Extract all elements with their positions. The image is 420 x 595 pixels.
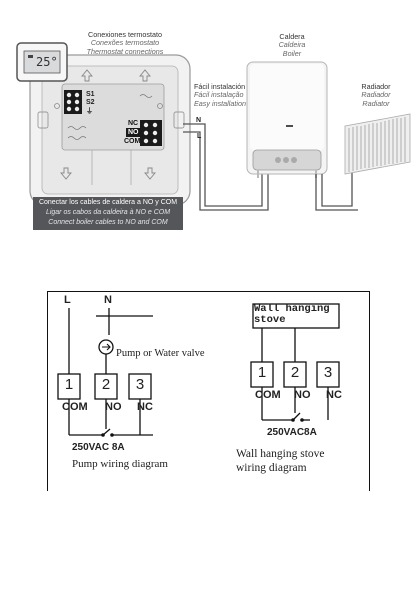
terminal-label-com: COM <box>124 138 141 145</box>
boiler-caption-pt: Caldeira <box>278 40 306 50</box>
pump-label-nc: NC <box>137 401 153 413</box>
radiator-caption-es: Radiador <box>361 82 391 91</box>
caption-pt: Conexões termostato <box>90 38 160 48</box>
stove-switch-contacts <box>291 418 304 422</box>
pump-wire-label-n: N <box>104 294 112 306</box>
stove-label-nc: NC <box>326 389 342 401</box>
pump-label-no: NO <box>105 401 122 413</box>
radiator-caption: Radiador Radiador Radiator <box>346 82 406 108</box>
radiator-caption-pt: Radiador <box>361 90 391 100</box>
instruction-en: Connect boiler cables to NO and COM <box>48 219 168 226</box>
thermostat-connections-caption: Conexiones termostato Conexões termostat… <box>70 30 180 56</box>
pump-wiring-lines <box>68 308 153 436</box>
heating-pipe <box>315 170 358 211</box>
wiring-diagram-graphic <box>57 303 340 437</box>
pump-label-com: COM <box>62 401 88 413</box>
radiator-graphic <box>344 113 411 175</box>
stove-label-no: NO <box>294 389 311 401</box>
instruction-es: Conectar los cables de caldera a NO y CO… <box>38 199 178 206</box>
installation-graphic <box>0 0 420 260</box>
stove-terminal-2: 2 <box>290 364 300 381</box>
easy-install-caption: Fácil instalación Fácil instalação Easy … <box>194 82 256 108</box>
installation-illustration <box>0 0 420 260</box>
stove-wiring-lines <box>252 303 340 421</box>
pump-diagram-title: Pump wiring diagram <box>72 458 168 470</box>
stove-diagram-title: Wall hanging stove wiring diagram <box>236 447 366 475</box>
instruction-pt: Ligar os cabos da caldeira à NO e COM <box>45 209 171 216</box>
radiator-caption-en: Radiator <box>362 98 390 108</box>
boiler-caption-en: Boiler <box>282 48 302 58</box>
terminal-label-no: NO <box>128 129 139 136</box>
terminal-label-s2: S2 <box>86 99 95 106</box>
stove-title-line-1: Wall hanging stove <box>236 448 325 460</box>
instruction-banner-bg <box>33 197 183 230</box>
stove-label-line-1: Wall hanging <box>254 303 330 315</box>
pump-icon <box>102 343 111 351</box>
wire-label-n: N <box>196 117 202 124</box>
stove-title-line-2: wiring diagram <box>236 462 307 474</box>
pump-terminal-boxes <box>57 373 152 400</box>
terminal-block-relay <box>126 120 162 146</box>
stove-label-line-2: stove <box>254 314 286 326</box>
pump-wire-label-l: L <box>64 294 71 306</box>
terminal-label-nc: NC <box>128 120 139 127</box>
ground-icon: ⏚ <box>86 108 93 115</box>
caption-en: Thermostat connections <box>86 46 164 56</box>
pump-switch-contacts <box>101 433 114 437</box>
boiler-graphic <box>246 61 328 178</box>
boiler-caption: Caldera Caldeira Boiler <box>262 32 322 58</box>
easy-install-es: Fácil instalación <box>194 82 246 91</box>
stove-device-label: Wall hanging stove <box>254 304 340 326</box>
terminal-label-s1: S1 <box>86 91 95 98</box>
thermostat-display <box>16 42 68 82</box>
easy-install-pt: Fácil instalação <box>194 90 244 100</box>
pump-device-label: Pump or Water valve <box>116 348 205 359</box>
stove-terminal-3: 3 <box>323 364 333 381</box>
boiler-caption-es: Caldera <box>279 32 305 41</box>
stove-terminal-1: 1 <box>257 364 267 381</box>
terminal-block-sensor <box>64 90 82 114</box>
easy-install-en: Easy installation <box>194 98 246 108</box>
boiler-wires <box>183 123 269 211</box>
caption-es: Conexiones termostato <box>88 30 162 39</box>
wire-label-l: L <box>197 133 202 140</box>
stove-terminal-boxes <box>250 361 340 388</box>
pump-terminal-1: 1 <box>64 376 74 393</box>
thermostat-temperature: 25° <box>36 55 58 69</box>
stove-rating: 250VAC8A <box>267 427 317 438</box>
pump-rating: 250VAC 8A <box>72 442 125 453</box>
instruction-banner: Conectar los cables de caldera a NO y CO… <box>33 198 183 228</box>
pump-terminal-2: 2 <box>101 376 111 393</box>
stove-label-com: COM <box>255 389 281 401</box>
pump-terminal-3: 3 <box>135 376 145 393</box>
wiring-diagram-panel: L N Pump or Water valve 1 2 3 COM NO NC … <box>47 291 370 491</box>
